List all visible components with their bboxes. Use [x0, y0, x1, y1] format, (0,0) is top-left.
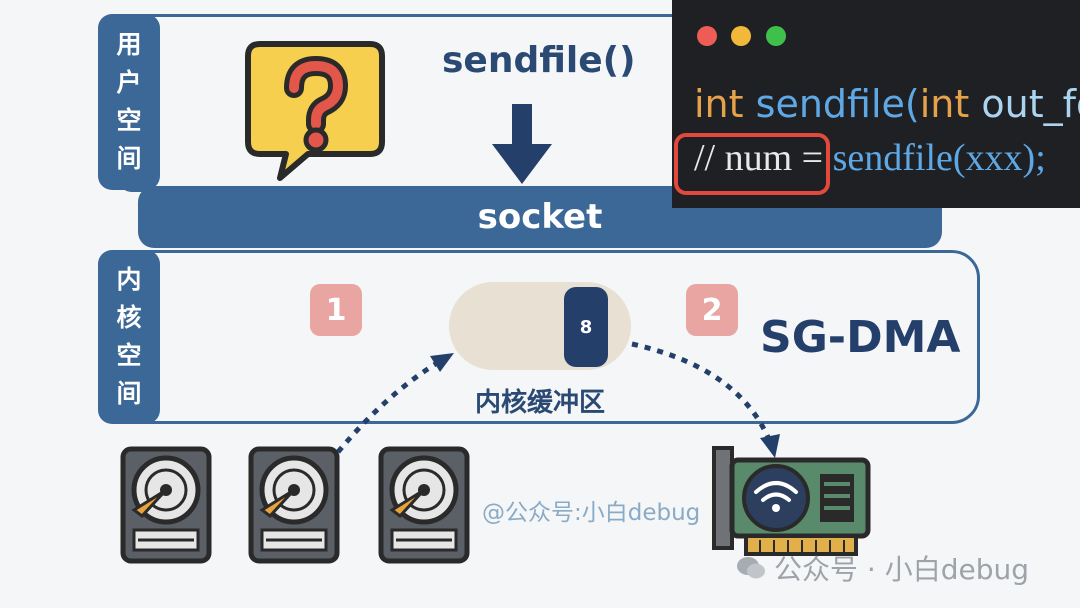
- hard-disk-icon: [378, 446, 470, 564]
- maximize-dot-icon: [766, 26, 786, 46]
- page-title: sendfile(): [442, 40, 636, 81]
- arrowhead-icon: [430, 353, 454, 372]
- code-keyword: int: [694, 82, 744, 126]
- code-line-1: int sendfile(int out_fd: [694, 82, 1080, 126]
- kernel-space-char: 内: [116, 265, 142, 294]
- minimize-dot-icon: [731, 26, 751, 46]
- user-space-char: 用: [116, 30, 142, 59]
- hard-disk-icon: [120, 446, 212, 564]
- user-space-label: 用 户 空 间: [98, 14, 160, 190]
- down-arrow-icon: [492, 104, 552, 184]
- watermark-center: @公众号:小白debug: [482, 500, 701, 526]
- kernel-space-label: 内 核 空 间: [98, 250, 160, 424]
- watermark-corner-text: 公众号 · 小白debug: [774, 553, 1029, 586]
- buffer-slot: 8: [564, 287, 608, 367]
- user-space-char: 间: [116, 144, 142, 173]
- wechat-icon: [737, 557, 765, 579]
- sg-dma-label: SG-DMA: [760, 312, 961, 363]
- user-space-char: 户: [116, 68, 142, 97]
- step-badge-2: 2: [686, 284, 738, 336]
- question-bubble-icon: [245, 41, 385, 181]
- watermark-corner: 公众号 · 小白debug: [736, 548, 1029, 588]
- network-card-icon: [712, 446, 871, 556]
- code-line-2: // num = sendfile(xxx);: [694, 136, 1046, 180]
- buffer-label: 内核缓冲区: [474, 388, 605, 418]
- kernel-space-char: 核: [116, 303, 142, 332]
- code-argument: out_fd: [981, 82, 1080, 126]
- code-call: sendfile(xxx);: [832, 137, 1046, 179]
- kernel-space-char: 间: [116, 379, 142, 408]
- code-function: sendfile(: [755, 82, 920, 126]
- highlight-box: [674, 133, 830, 195]
- code-keyword: int: [919, 82, 970, 126]
- kernel-space-char: 空: [116, 341, 142, 370]
- step-badge-1: 1: [310, 284, 362, 336]
- code-comment: // num =: [694, 137, 824, 179]
- hard-disk-icon: [248, 446, 340, 564]
- user-space-char: 空: [116, 106, 142, 135]
- arrowhead-icon: [760, 434, 780, 458]
- close-dot-icon: [697, 26, 717, 46]
